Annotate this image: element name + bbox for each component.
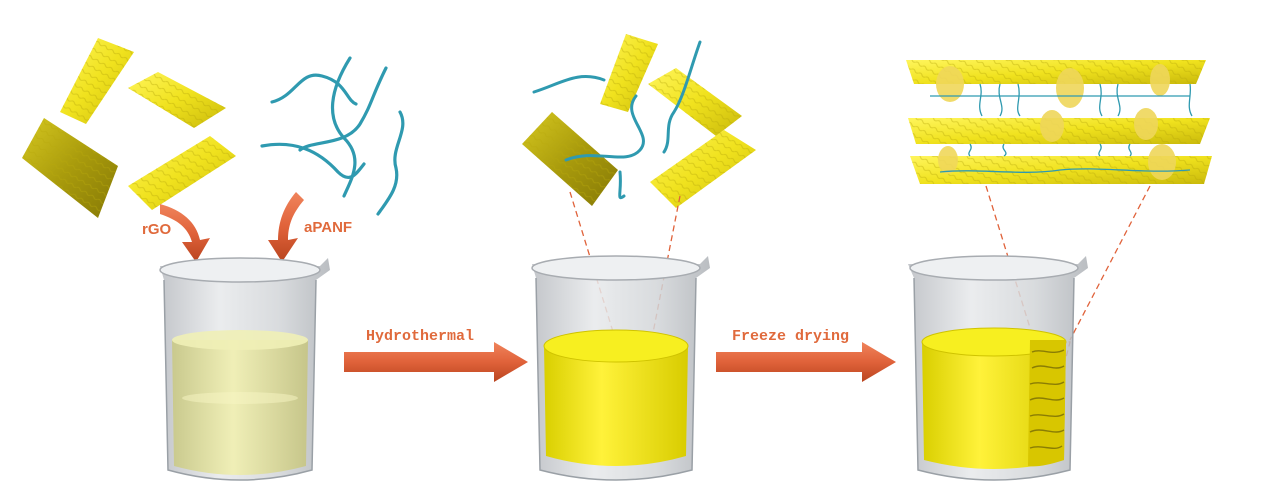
apanf-fiber-icon — [564, 94, 645, 162]
beaker-icon — [531, 255, 710, 481]
process-arrow-icon — [716, 342, 896, 382]
rgo-sheet-icon — [648, 68, 742, 136]
rgo-arrow — [160, 204, 210, 262]
apanf-fiber-icon — [260, 142, 366, 179]
rgo-sheet-icon — [22, 118, 118, 218]
beaker-icon — [159, 257, 330, 481]
layered-structure — [906, 60, 1212, 184]
step2-label: Freeze drying — [732, 328, 849, 345]
apanf-fiber-icon — [376, 110, 405, 216]
rgo-sheets — [22, 38, 236, 218]
apanf-fiber-icon — [298, 66, 388, 152]
hydrogel — [544, 346, 688, 466]
hydrogel-zoom — [522, 34, 756, 208]
aerogel-cutaway — [1028, 340, 1066, 467]
apanf-fiber-icon — [532, 75, 606, 94]
rgo-sheet-icon — [650, 130, 756, 208]
apanf-fiber-icon — [618, 170, 626, 200]
rgo-sheet-icon — [128, 72, 226, 128]
apanf-fiber-icon — [270, 73, 358, 106]
apanf-fibers — [260, 56, 405, 216]
beaker-icon — [908, 255, 1088, 481]
rgo-sheet-icon — [128, 136, 236, 210]
apanf-arrow — [268, 192, 304, 262]
rgo-label: rGO — [142, 221, 172, 238]
process-arrow-icon — [344, 342, 528, 382]
rgo-sheet-icon — [600, 34, 658, 112]
solution — [172, 340, 308, 475]
rgo-sheet-icon — [60, 38, 134, 124]
apanf-fiber-icon — [662, 40, 702, 154]
step1-label: Hydrothermal — [366, 328, 474, 345]
aerogel-zoom — [906, 60, 1212, 184]
apanf-label: aPANF — [304, 219, 352, 236]
